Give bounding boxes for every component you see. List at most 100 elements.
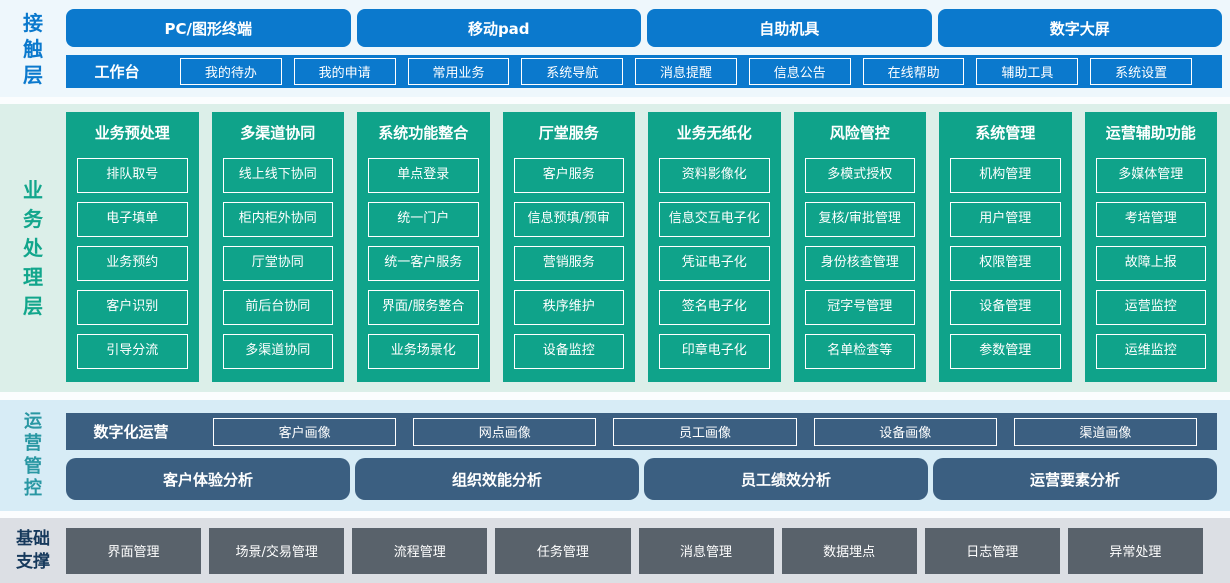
column-item: 权限管理 xyxy=(950,246,1061,281)
workbench-label: 工作台 xyxy=(94,63,140,81)
column-item: 业务预约 xyxy=(77,246,188,281)
device-row: PC/图形终端 移动pad 自助机具 数字大屏 xyxy=(66,9,1222,47)
device-mobile-pad: 移动pad xyxy=(356,9,641,47)
workbench-item-aux-tools: 辅助工具 xyxy=(976,58,1079,85)
column-item: 营销服务 xyxy=(513,246,624,281)
base-item-data-tracking: 数据埋点 xyxy=(781,527,917,574)
digital-ops-bar: 数字化运营 客户画像 网点画像 员工画像 设备画像 渠道画像 xyxy=(66,413,1217,450)
business-layer-band: 业务处理层 业务预处理 排队取号 电子填单 业务预约 客户识别 引导分流 多渠道… xyxy=(0,104,1230,392)
contact-layer-label: 接触层 xyxy=(23,10,43,87)
business-column-preprocess: 业务预处理 排队取号 电子填单 业务预约 客户识别 引导分流 xyxy=(66,112,199,382)
base-item-message-management: 消息管理 xyxy=(638,527,774,574)
analysis-row: 客户体验分析 组织效能分析 员工绩效分析 运营要素分析 xyxy=(66,458,1217,500)
column-item: 运营监控 xyxy=(1095,290,1206,325)
digital-ops-label: 数字化运营 xyxy=(93,423,169,441)
base-item-ui-management: 界面管理 xyxy=(66,527,202,574)
column-item: 考培管理 xyxy=(1095,202,1206,237)
band-gap xyxy=(0,392,1230,400)
base-layer-label: 基础支撑 xyxy=(16,529,50,572)
column-item: 名单检查等 xyxy=(804,334,915,369)
column-item: 电子填单 xyxy=(77,202,188,237)
column-title: 业务无纸化 xyxy=(676,124,752,142)
analysis-org-efficiency: 组织效能分析 xyxy=(355,458,639,500)
workbench-item-announcements: 信息公告 xyxy=(748,58,851,85)
contact-layer-band: 接触层 PC/图形终端 移动pad 自助机具 数字大屏 工作台 我的待办 我的申… xyxy=(0,0,1230,97)
business-column-paperless: 业务无纸化 资料影像化 信息交互电子化 凭证电子化 签名电子化 印章电子化 xyxy=(648,112,781,382)
business-layer-label: 业务处理层 xyxy=(23,177,43,318)
column-item: 信息交互电子化 xyxy=(659,202,770,237)
analysis-customer-experience: 客户体验分析 xyxy=(66,458,350,500)
base-item-log-management: 日志管理 xyxy=(924,527,1060,574)
base-layer-band: 基础支撑 界面管理 场景/交易管理 流程管理 任务管理 消息管理 数据埋点 日志… xyxy=(0,518,1230,583)
operations-layer-content: 数字化运营 客户画像 网点画像 员工画像 设备画像 渠道画像 客户体验分析 组织… xyxy=(66,400,1217,511)
column-item: 客户识别 xyxy=(77,290,188,325)
column-item: 单点登录 xyxy=(368,158,479,193)
operations-layer-rail: 运营管控 xyxy=(0,400,66,511)
device-pc: PC/图形终端 xyxy=(66,9,351,47)
base-items: 界面管理 场景/交易管理 流程管理 任务管理 消息管理 数据埋点 日志管理 异常… xyxy=(66,527,1203,574)
column-item: 故障上报 xyxy=(1095,246,1206,281)
workbench-item-online-help: 在线帮助 xyxy=(862,58,965,85)
business-columns: 业务预处理 排队取号 电子填单 业务预约 客户识别 引导分流 多渠道协同 线上线… xyxy=(66,112,1217,382)
column-item: 资料影像化 xyxy=(659,158,770,193)
column-item: 统一门户 xyxy=(368,202,479,237)
column-item: 机构管理 xyxy=(950,158,1061,193)
workbench-bar: 工作台 我的待办 我的申请 常用业务 系统导航 消息提醒 信息公告 在线帮助 辅… xyxy=(66,55,1222,88)
column-item: 运维监控 xyxy=(1095,334,1206,369)
workbench-item-message-reminder: 消息提醒 xyxy=(635,58,737,85)
column-item: 统一客户服务 xyxy=(368,246,479,281)
column-item: 冠字号管理 xyxy=(804,290,915,325)
column-item: 多模式授权 xyxy=(804,158,915,193)
digital-item-branch-profile: 网点画像 xyxy=(413,417,597,446)
operations-layer-label: 运营管控 xyxy=(24,410,42,500)
workbench-item-common-business: 常用业务 xyxy=(407,58,510,85)
workbench-item-navigation: 系统导航 xyxy=(521,58,624,85)
base-item-task-management: 任务管理 xyxy=(495,527,631,574)
column-item: 印章电子化 xyxy=(659,334,770,369)
column-item: 多媒体管理 xyxy=(1095,158,1206,193)
column-item: 复核/审批管理 xyxy=(804,202,915,237)
column-title: 风险管控 xyxy=(829,124,890,142)
device-self-service: 自助机具 xyxy=(647,9,932,47)
digital-item-employee-profile: 员工画像 xyxy=(613,417,797,446)
column-item: 界面/服务整合 xyxy=(368,290,479,325)
column-item: 身份核查管理 xyxy=(804,246,915,281)
workbench-item-todo: 我的待办 xyxy=(180,58,282,85)
business-column-hall-service: 厅堂服务 客户服务 信息预填/预审 营销服务 秩序维护 设备监控 xyxy=(502,112,635,382)
column-title: 多渠道协同 xyxy=(240,124,316,142)
column-item: 业务场景化 xyxy=(368,334,479,369)
column-item: 柜内柜外协同 xyxy=(222,202,333,237)
business-column-ops-aux: 运营辅助功能 多媒体管理 考培管理 故障上报 运营监控 运维监控 xyxy=(1084,112,1217,382)
base-item-scene-transaction: 场景/交易管理 xyxy=(209,527,345,574)
column-title: 运营辅助功能 xyxy=(1105,124,1196,142)
column-item: 厅堂协同 xyxy=(222,246,333,281)
analysis-ops-elements: 运营要素分析 xyxy=(933,458,1217,500)
band-gap xyxy=(0,511,1230,518)
column-item: 签名电子化 xyxy=(659,290,770,325)
digital-item-customer-profile: 客户画像 xyxy=(213,417,397,446)
column-item: 设备监控 xyxy=(513,334,624,369)
column-title: 系统管理 xyxy=(975,124,1036,142)
workbench-item-applications: 我的申请 xyxy=(293,58,396,85)
business-layer-rail: 业务处理层 xyxy=(0,104,66,392)
column-item: 引导分流 xyxy=(77,334,188,369)
column-title: 系统功能整合 xyxy=(378,124,469,142)
digital-item-device-profile: 设备画像 xyxy=(813,417,997,446)
operations-layer-band: 运营管控 数字化运营 客户画像 网点画像 员工画像 设备画像 渠道画像 客户体验… xyxy=(0,400,1230,511)
column-title: 厅堂服务 xyxy=(538,124,599,142)
column-item: 用户管理 xyxy=(950,202,1061,237)
column-item: 设备管理 xyxy=(950,290,1061,325)
contact-layer-content: PC/图形终端 移动pad 自助机具 数字大屏 工作台 我的待办 我的申请 常用… xyxy=(66,0,1222,97)
column-item: 凭证电子化 xyxy=(659,246,770,281)
band-gap xyxy=(0,97,1230,104)
base-layer-rail: 基础支撑 xyxy=(0,528,66,572)
analysis-employee-performance: 员工绩效分析 xyxy=(644,458,928,500)
business-column-risk-control: 风险管控 多模式授权 复核/审批管理 身份核查管理 冠字号管理 名单检查等 xyxy=(793,112,926,382)
column-item: 参数管理 xyxy=(950,334,1061,369)
column-item: 秩序维护 xyxy=(513,290,624,325)
column-item: 前后台协同 xyxy=(222,290,333,325)
column-item: 多渠道协同 xyxy=(222,334,333,369)
business-column-system-integration: 系统功能整合 单点登录 统一门户 统一客户服务 界面/服务整合 业务场景化 xyxy=(357,112,490,382)
business-column-multichannel: 多渠道协同 线上线下协同 柜内柜外协同 厅堂协同 前后台协同 多渠道协同 xyxy=(211,112,344,382)
